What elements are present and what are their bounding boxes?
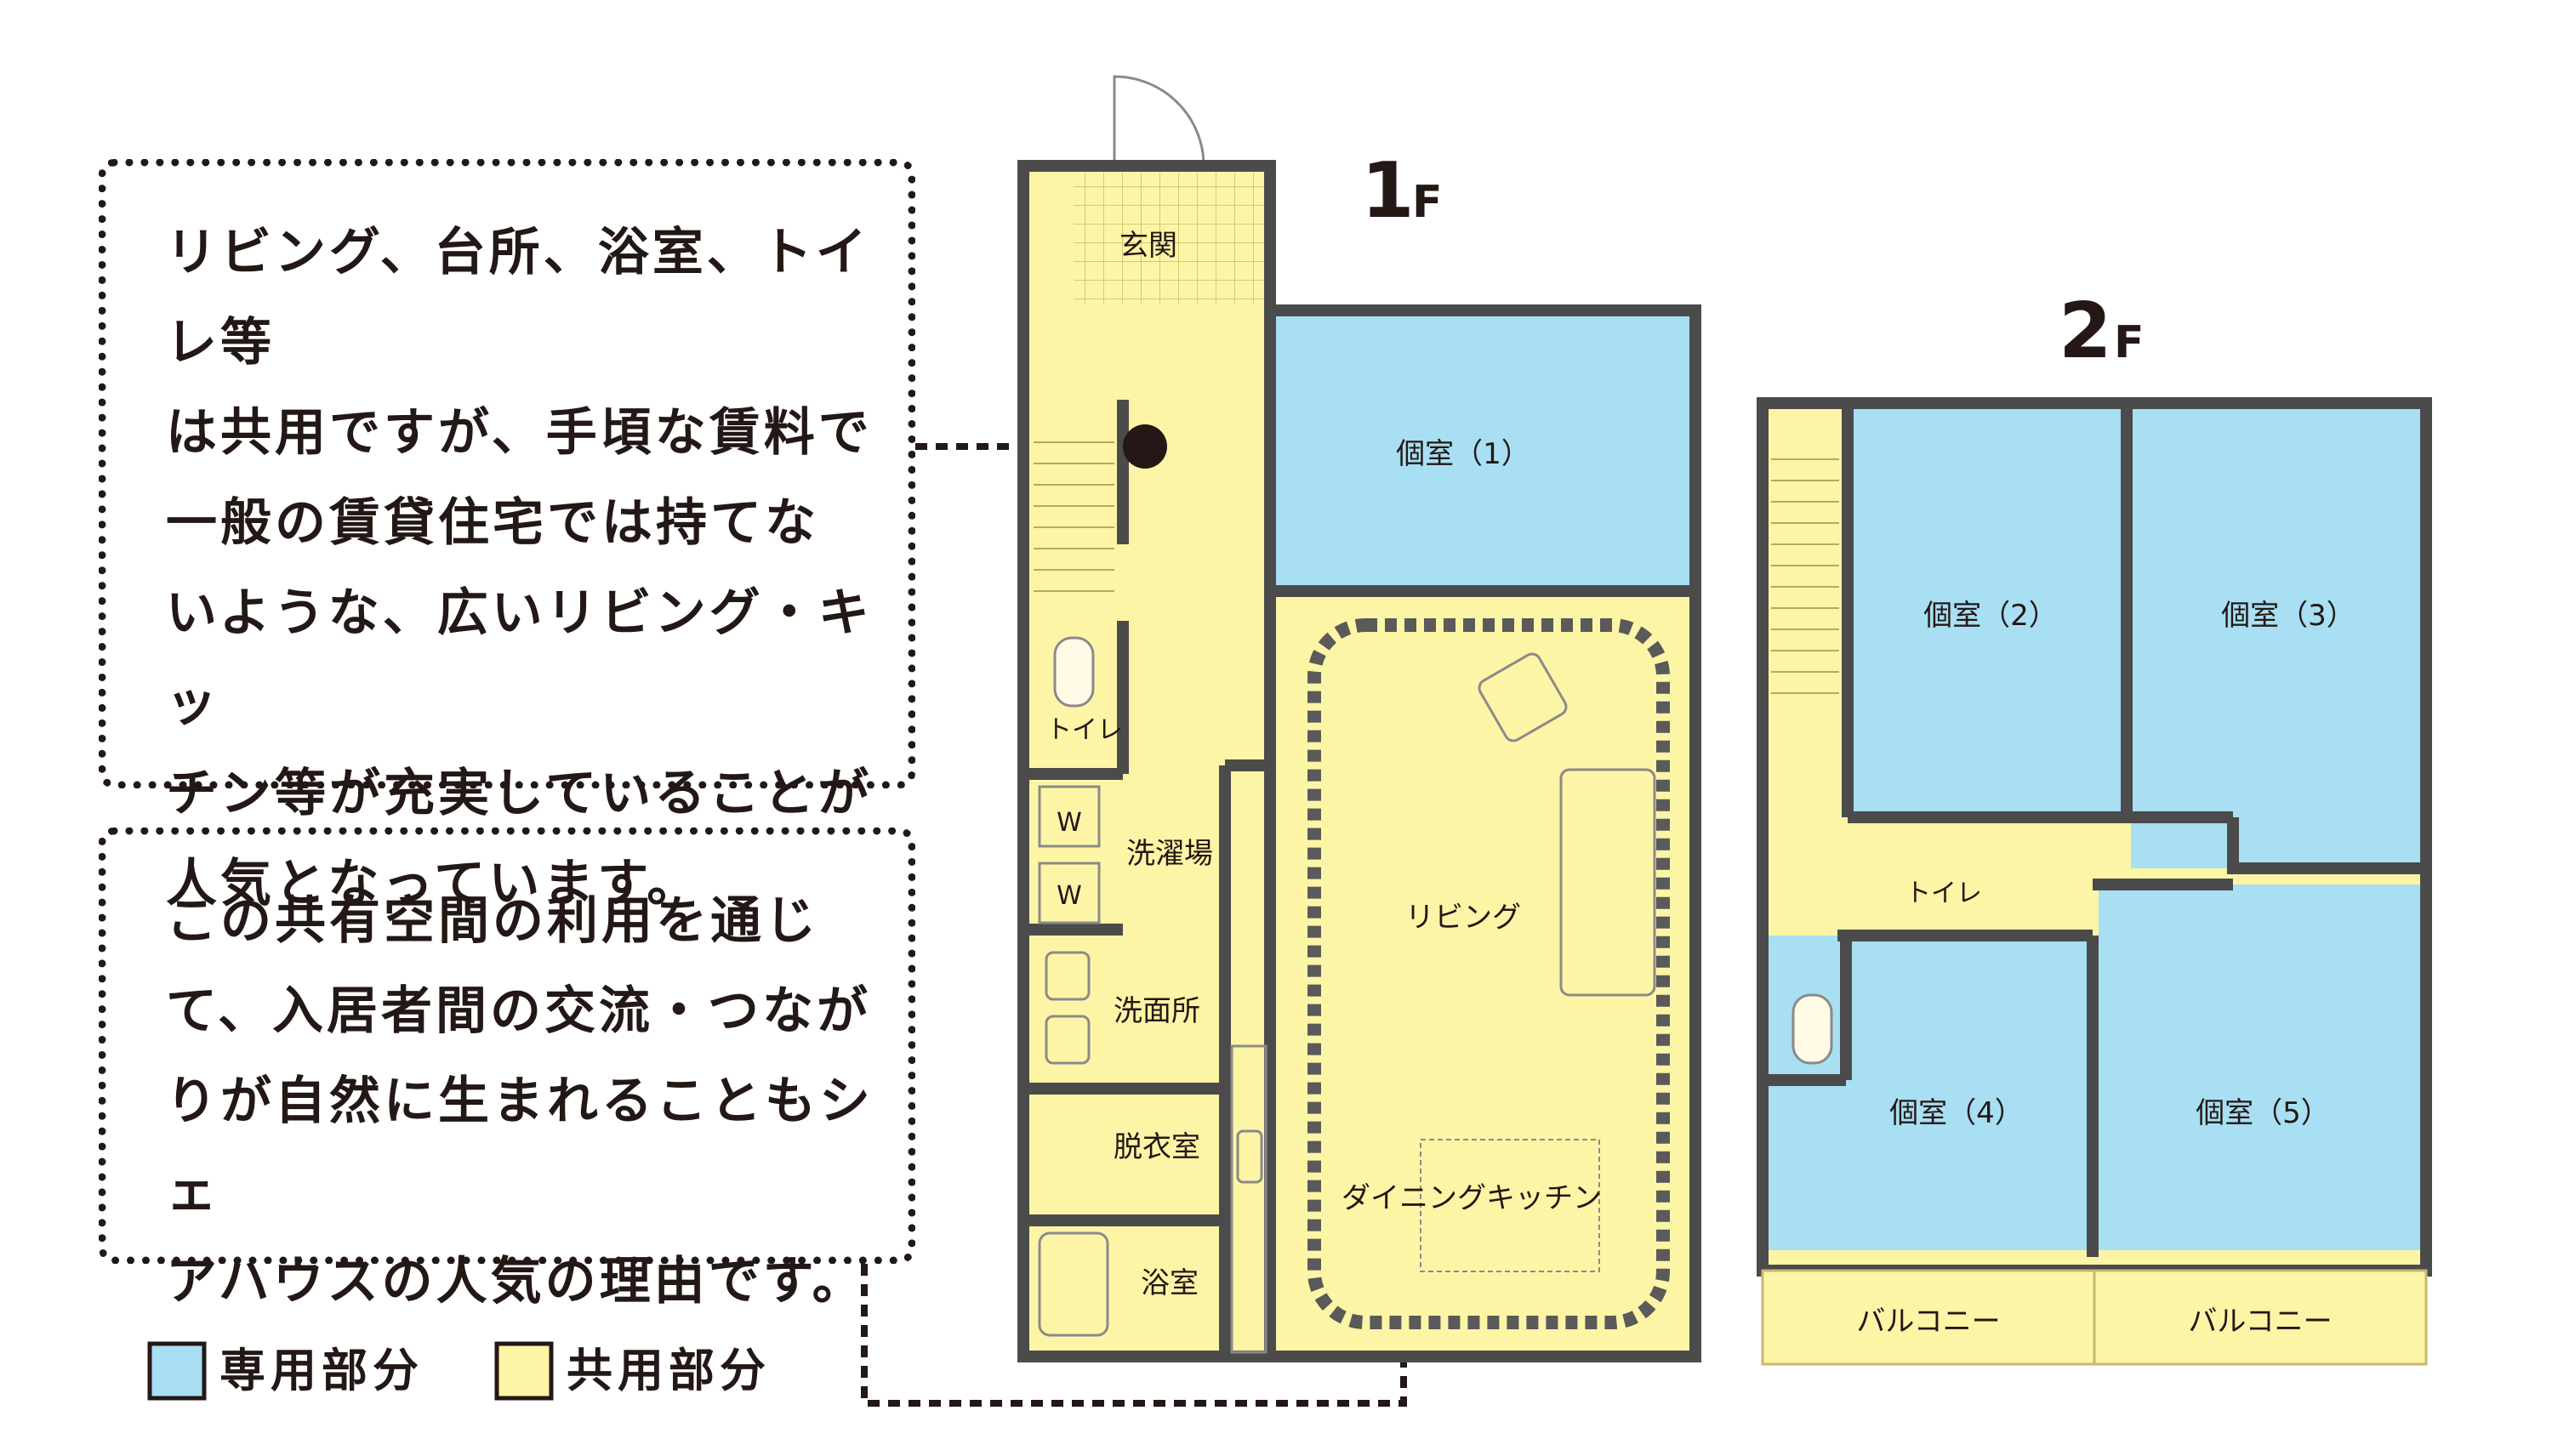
label-room3: 個室（3） xyxy=(2221,599,2355,633)
floor1-toilet-fixture xyxy=(1053,636,1095,708)
room3-area xyxy=(2131,409,2420,868)
description-box-2: この共有空間の利用を通じ て、入居者間の交流・つなが りが自然に生まれることもシ… xyxy=(99,828,915,1311)
legend-private-label: 専用部分 xyxy=(219,1344,424,1397)
kitchen-wall xyxy=(1219,759,1270,1361)
floor-2-plan: 個室（2） 個室（3） トイレ 個室（4） 個室（5） バルコニー バルコニー … xyxy=(1757,287,2432,1366)
label-bath: 浴室 xyxy=(1141,1266,1199,1300)
label-dining: ダイニングキッチン xyxy=(1342,1181,1602,1215)
label-room1: 個室（1） xyxy=(1396,437,1530,471)
label-balcony-right: バルコニー xyxy=(2188,1305,2332,1339)
floor1-interior-walls xyxy=(1029,400,1225,1226)
sofa xyxy=(1559,768,1656,997)
legend-shared-swatch xyxy=(494,1341,554,1401)
label-laundry: 洗濯場 xyxy=(1126,837,1213,871)
floor2-stairs xyxy=(1771,458,1839,694)
sink-2 xyxy=(1045,1015,1091,1065)
entrance-door-swing xyxy=(1113,75,1205,167)
floor2-toilet-fixture xyxy=(1792,993,1833,1065)
label-living: リビング xyxy=(1405,901,1521,935)
description-text-1: リビング、台所、浴室、トイレ等 は共用ですが、手頃な賃料で 一般の賃貸住宅では持… xyxy=(166,223,873,913)
entrance-tile xyxy=(1074,173,1264,304)
washer-2 xyxy=(1038,862,1101,924)
legend-private-swatch xyxy=(147,1341,207,1401)
label-dressing: 脱衣室 xyxy=(1114,1130,1200,1164)
legend-shared-label: 共用部分 xyxy=(567,1344,771,1397)
label-washer-1: W xyxy=(1057,808,1082,838)
kitchen-counter xyxy=(1230,1044,1267,1354)
common-area-dashed-outline xyxy=(1307,618,1670,1329)
label-entrance: 玄関 xyxy=(1119,229,1177,263)
room4-area xyxy=(1769,936,2092,1250)
room2-area xyxy=(1853,409,2125,817)
label-room5: 個室（5） xyxy=(2196,1096,2330,1130)
room1-area xyxy=(1264,304,1701,597)
sink-1 xyxy=(1045,951,1091,1001)
description-box-1: リビング、台所、浴室、トイレ等 は共用ですが、手頃な賃料で 一般の賃貸住宅では持… xyxy=(99,159,915,913)
armchair xyxy=(1478,652,1568,742)
floor2-title-suffix: F xyxy=(2114,317,2145,368)
label-toilet-1f: トイレ xyxy=(1046,715,1123,745)
callout-point-marker xyxy=(1123,424,1167,469)
floor1-stairs xyxy=(1034,441,1114,592)
floor1-title-number: 1 xyxy=(1361,146,1415,236)
label-room2: 個室（2） xyxy=(1923,599,2058,633)
description-text-2: この共有空間の利用を通じ て、入居者間の交流・つなが りが自然に生まれることもシ… xyxy=(166,891,874,1311)
label-balcony-left: バルコニー xyxy=(1856,1305,2000,1339)
floor-1-plan: 玄関 個室（1） トイレ W W 洗濯場 洗面所 脱衣室 浴室 リビング ダイニ… xyxy=(1017,75,1701,1362)
label-room4: 個室（4） xyxy=(1889,1096,2024,1130)
label-toilet-2f: トイレ xyxy=(1905,879,1982,908)
floor2-interior-walls xyxy=(1763,403,2426,1257)
label-washer-2: W xyxy=(1057,881,1082,911)
dining-table xyxy=(1420,1139,1600,1272)
floor1-title-suffix: F xyxy=(1412,177,1443,228)
washer-1 xyxy=(1038,785,1101,848)
floor2-title-number: 2 xyxy=(2059,287,2112,376)
bathtub xyxy=(1038,1231,1109,1337)
kitchen-sink xyxy=(1236,1129,1263,1184)
legend: 専用部分 共用部分 xyxy=(147,1341,771,1401)
room5-area xyxy=(2099,884,2420,1250)
label-washroom: 洗面所 xyxy=(1114,994,1200,1028)
living-dining-area xyxy=(1264,585,1701,1362)
